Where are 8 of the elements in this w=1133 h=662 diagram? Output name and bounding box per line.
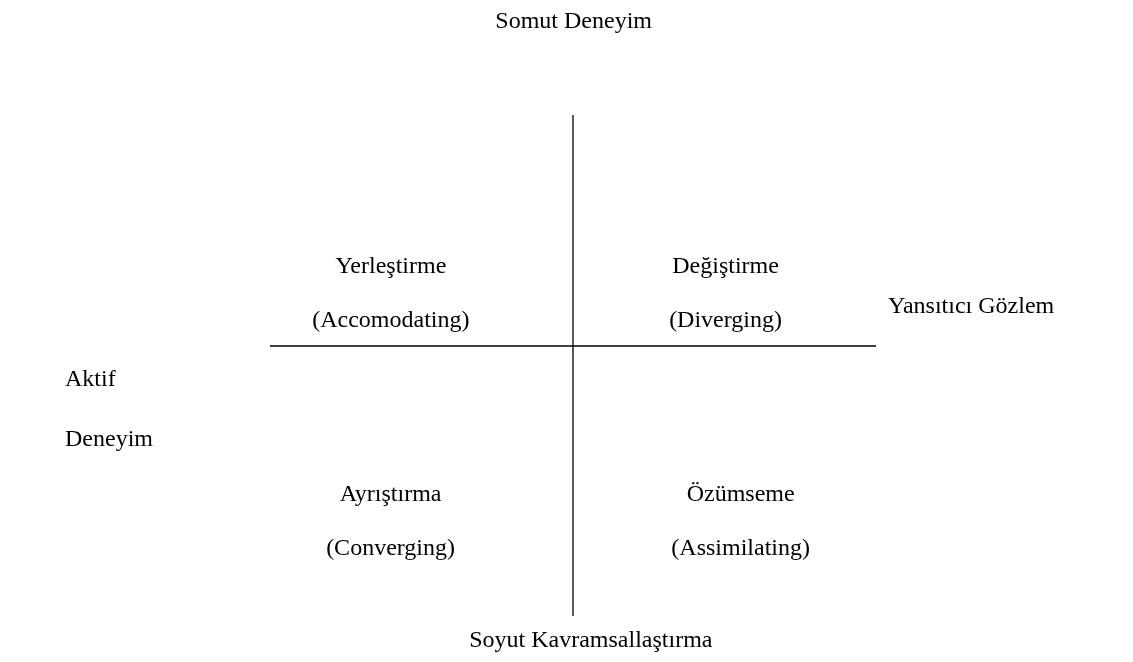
axis-label: Yansıtıcı Gözlem — [888, 291, 1056, 320]
quadrant-label: Yerleştirme (Accomodating) — [311, 251, 471, 334]
axis-label: Aktif Deneyim — [65, 364, 154, 453]
axis-label: Somut Deneyim — [494, 6, 653, 35]
axis-label: Soyut Kavramsallaştırma — [468, 625, 714, 654]
quadrant-label: Değiştirme (Diverging) — [668, 251, 783, 334]
quadrant-label: Ayrıştırma (Converging) — [325, 479, 456, 562]
quadrant-label: Özümseme (Assimilating) — [670, 479, 811, 562]
